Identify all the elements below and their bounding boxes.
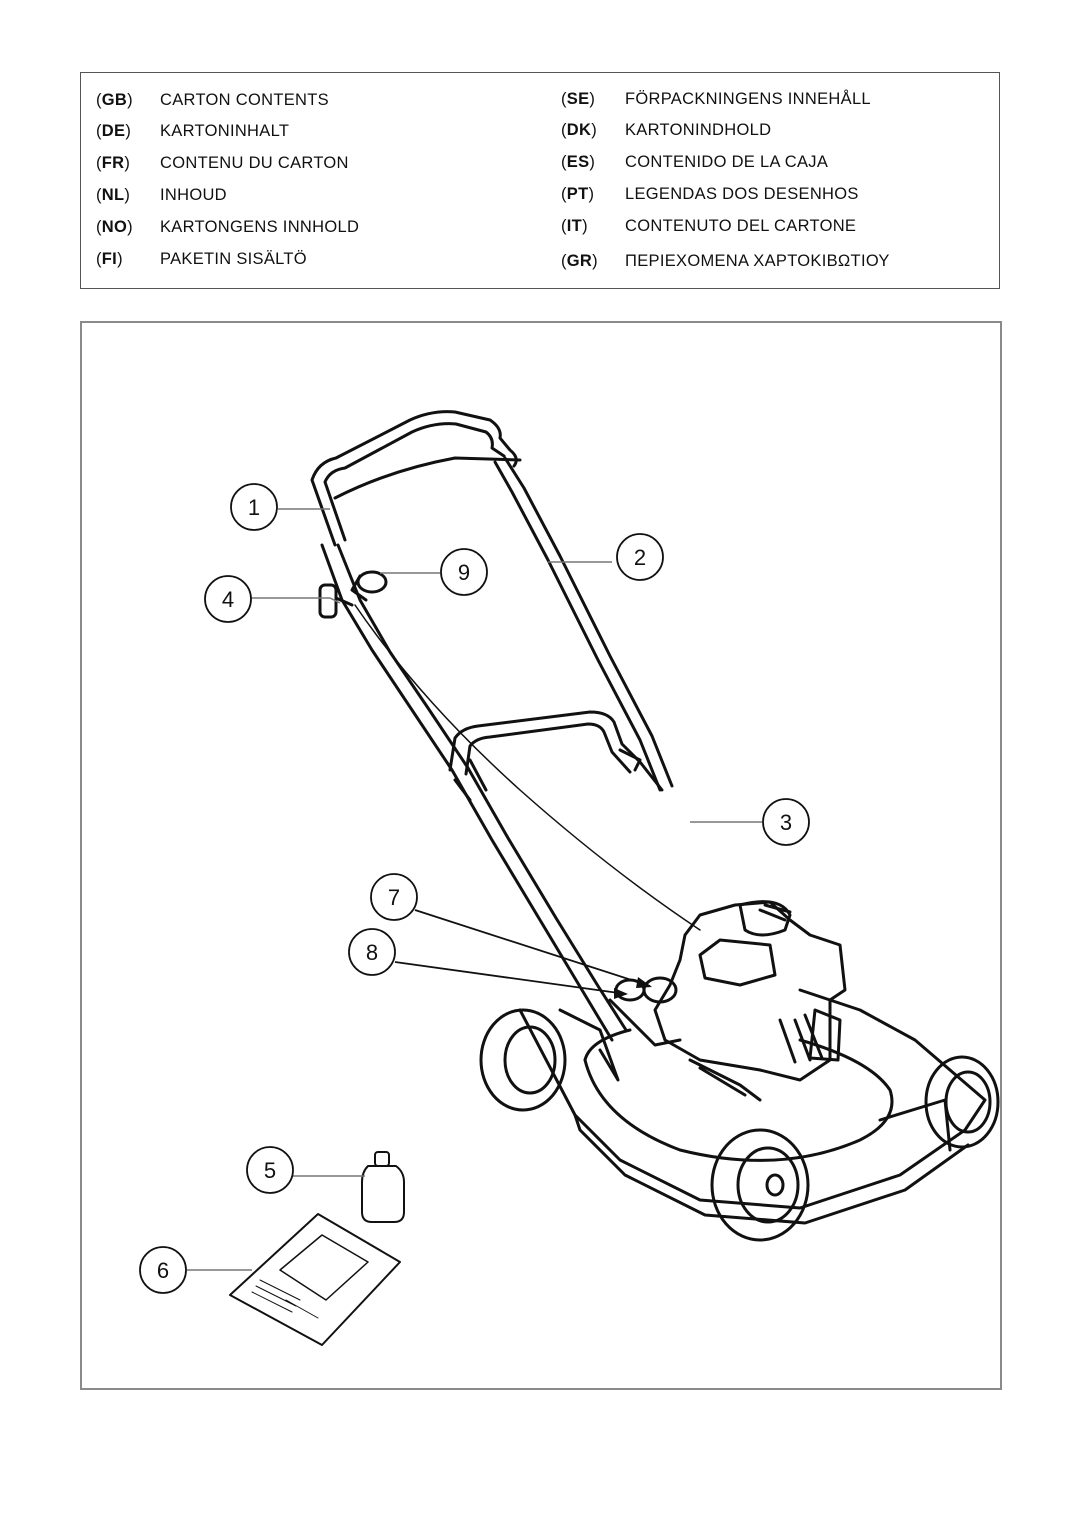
callout-circle-1 xyxy=(230,483,278,531)
legend-text: KARTONINDHOLD xyxy=(625,121,772,139)
oil-bottle-illustration xyxy=(361,1151,405,1223)
mower-deck-illustration xyxy=(518,988,987,1225)
callout-circle-4 xyxy=(204,575,252,623)
callout-number-9: 9 xyxy=(458,560,470,585)
language-legend-box xyxy=(80,72,1000,289)
legend-row-de: (DE) KARTONINHALT xyxy=(96,122,289,141)
callout-number-3: 3 xyxy=(780,810,792,835)
rear-left-wheel xyxy=(479,1008,567,1112)
manual-illustration xyxy=(229,1213,401,1346)
upper-handle-illustration xyxy=(310,410,674,792)
legend-text: CARTON CONTENTS xyxy=(160,91,329,109)
knob-illustration xyxy=(350,570,388,602)
lang-code: (DK) xyxy=(561,121,598,139)
legend-text: CONTENU DU CARTON xyxy=(160,154,349,172)
legend-text: CONTENIDO DE LA CAJA xyxy=(625,153,829,171)
engine-illustration xyxy=(608,900,847,1102)
legend-row-dk: (DK) KARTONINDHOLD xyxy=(561,121,771,140)
lang-code: (GB) xyxy=(96,91,133,109)
legend-row-fr: (FR) CONTENU DU CARTON xyxy=(96,154,349,173)
callout-circle-8 xyxy=(348,928,396,976)
lang-code: (NL) xyxy=(96,186,131,204)
legend-row-se: (SE) FÖRPACKNINGENS INNEHÅLL xyxy=(561,90,871,109)
callout-circle-7 xyxy=(370,873,418,921)
legend-row-gb: (GB) CARTON CONTENTS xyxy=(96,91,329,110)
lang-code: (FI) xyxy=(96,250,123,268)
callout-number-8: 8 xyxy=(366,940,378,965)
callout-number-4: 4 xyxy=(222,587,234,612)
callout-circle-9 xyxy=(440,548,488,596)
legend-row-nl: (NL) INHOUD xyxy=(96,186,227,205)
callout-number-5: 5 xyxy=(264,1158,276,1183)
legend-text: ΠΕΡΙΕΧΟΜΕΝΑ ΧΑΡΤΟΚΙΒΩΤΙΟΥ xyxy=(625,252,890,270)
lang-code: (NO) xyxy=(96,218,133,236)
legend-row-no: (NO) KARTONGENS INNHOLD xyxy=(96,218,359,237)
lang-code: (FR) xyxy=(96,154,131,172)
callout-circle-2 xyxy=(616,533,664,581)
legend-text: KARTONGENS INNHOLD xyxy=(160,218,360,236)
lang-code: (IT) xyxy=(561,217,588,235)
legend-text: INHOUD xyxy=(160,186,227,204)
legend-row-fi: (FI) PAKETIN SISÄLTÖ xyxy=(96,250,307,269)
legend-text: KARTONINHALT xyxy=(160,122,290,140)
callout-number-1: 1 xyxy=(248,495,260,520)
legend-row-it: (IT) CONTENUTO DEL CARTONE xyxy=(561,217,856,236)
front-left-wheel xyxy=(710,1128,810,1242)
callout-circle-5 xyxy=(246,1146,294,1194)
legend-text: PAKETIN SISÄLTÖ xyxy=(160,250,307,268)
front-right-wheel xyxy=(924,1055,1000,1149)
diagram-frame xyxy=(80,321,1002,1390)
lang-code: (SE) xyxy=(561,90,596,108)
lang-code: (DE) xyxy=(96,122,132,140)
callout-circle-6 xyxy=(139,1246,187,1294)
callout-number-7: 7 xyxy=(388,885,400,910)
callout-circle-3 xyxy=(762,798,810,846)
legend-text: FÖRPACKNINGENS INNEHÅLL xyxy=(625,90,871,108)
callout-number-6: 6 xyxy=(157,1258,169,1283)
callout-number-2: 2 xyxy=(634,545,646,570)
lang-code: (PT) xyxy=(561,185,595,203)
lower-handle-illustration xyxy=(448,710,664,802)
legend-row-pt: (PT) LEGENDAS DOS DESENHOS xyxy=(561,185,859,204)
legend-text: LEGENDAS DOS DESENHOS xyxy=(625,185,859,203)
lang-code: (GR) xyxy=(561,252,598,270)
legend-text: CONTENUTO DEL CARTONE xyxy=(625,217,857,235)
lang-code: (ES) xyxy=(561,153,596,171)
legend-row-gr: (GR) ΠΕΡΙΕΧΟΜΕΝΑ ΧΑΡΤΟΚΙΒΩΤΙΟΥ xyxy=(561,252,890,271)
legend-row-es: (ES) CONTENIDO DE LA CAJA xyxy=(561,153,828,172)
